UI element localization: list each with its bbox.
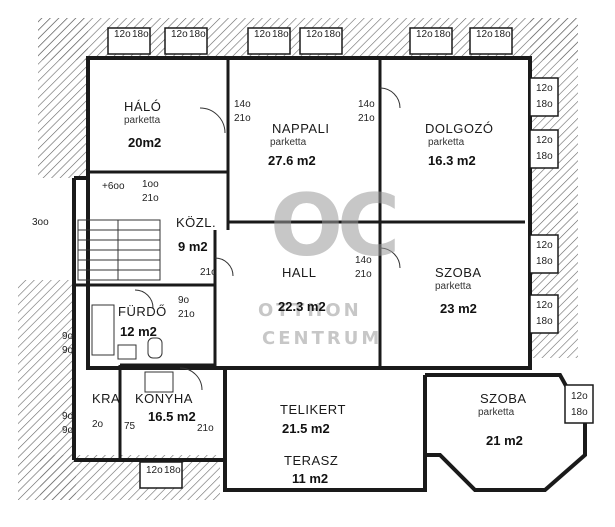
dim-window-h: 18o bbox=[536, 151, 553, 162]
room-konyha-area: 16.5 m2 bbox=[148, 409, 196, 424]
room-telikert-area: 21.5 m2 bbox=[282, 421, 330, 436]
room-szoba1-area: 23 m2 bbox=[440, 301, 477, 316]
dim-window-w: 12o bbox=[536, 240, 553, 251]
room-telikert-name: TELIKERT bbox=[280, 402, 346, 417]
room-kamra-name: KRA bbox=[92, 391, 121, 406]
dim-window-w: 12o bbox=[536, 83, 553, 94]
room-nappali-area: 27.6 m2 bbox=[268, 153, 316, 168]
dim-window-w: 12o bbox=[536, 300, 553, 311]
room-konyha-name: KONYHA bbox=[135, 391, 193, 406]
room-halo-area: 20m2 bbox=[128, 135, 162, 150]
room-dolgozo-name: DOLGOZÓ bbox=[425, 121, 494, 136]
dim-door-w: 9o bbox=[178, 295, 190, 306]
walls bbox=[72, 56, 587, 492]
dim-window-w: 9o bbox=[62, 345, 74, 356]
dim-window-h: 18o bbox=[536, 316, 553, 327]
dim-window-h: 18o bbox=[132, 29, 149, 40]
room-halo-floor: parketta bbox=[124, 115, 161, 126]
dim-window-h: 18o bbox=[536, 256, 553, 267]
dim-door-w: 2o bbox=[92, 419, 104, 430]
dim-window-w: 12o bbox=[536, 135, 553, 146]
room-hall-area: 22.3 m2 bbox=[278, 299, 326, 314]
room-furdo-name: FÜRDŐ bbox=[118, 304, 167, 319]
dim-window-h: 18o bbox=[494, 29, 511, 40]
room-szoba1-floor: parketta bbox=[435, 281, 472, 292]
room-szoba2-floor: parketta bbox=[478, 407, 515, 418]
dim-window-w: 12o bbox=[171, 29, 188, 40]
dim-door-w: 75 bbox=[124, 421, 136, 432]
dim-window-w: 12o bbox=[146, 465, 163, 476]
room-nappali-name: NAPPALI bbox=[272, 121, 330, 136]
dim-window-w: 9o bbox=[62, 425, 74, 436]
staircase bbox=[77, 219, 161, 281]
room-dolgozo-floor: parketta bbox=[428, 137, 465, 148]
dim-door-w: 14o bbox=[355, 255, 372, 266]
watermark-line2: CENTRUM bbox=[262, 328, 383, 349]
dim-window-w: 12o bbox=[571, 391, 588, 402]
watermark-logo: OC bbox=[270, 176, 400, 276]
room-furdo-area: 12 m2 bbox=[120, 324, 157, 339]
dim-door-h: 21o bbox=[142, 193, 159, 204]
dim-door-h: 21o bbox=[234, 113, 251, 124]
room-terasz-name: TERASZ bbox=[284, 453, 339, 468]
watermark-line1: OTTHON bbox=[258, 300, 362, 321]
dim-length: 3oo bbox=[32, 217, 49, 228]
dim-window-h: 18o bbox=[434, 29, 451, 40]
room-hall-name: HALL bbox=[282, 265, 317, 280]
window-markers bbox=[107, 27, 594, 489]
dim-door-h: 21o bbox=[200, 267, 217, 278]
dim-height: +6oo bbox=[102, 181, 125, 192]
door-arcs bbox=[134, 87, 401, 391]
dim-window-h: 18o bbox=[536, 99, 553, 110]
dim-window-w: 9o bbox=[62, 411, 74, 422]
room-szoba2-area: 21 m2 bbox=[486, 433, 523, 448]
dim-window-w: 12o bbox=[476, 29, 493, 40]
dim-door-w: 1oo bbox=[142, 179, 159, 190]
interior-walls bbox=[74, 58, 525, 460]
dim-window-h: 18o bbox=[164, 465, 181, 476]
dim-door-w: 14o bbox=[358, 99, 375, 110]
dim-window-h: 18o bbox=[189, 29, 206, 40]
dim-door-h: 21o bbox=[355, 269, 372, 280]
dim-door-h: 21o bbox=[178, 309, 195, 320]
room-kozl-area: 9 m2 bbox=[178, 239, 208, 254]
room-szoba1-name: SZOBA bbox=[435, 265, 482, 280]
dim-window-h: 18o bbox=[571, 407, 588, 418]
room-nappali-floor: parketta bbox=[270, 137, 307, 148]
dim-window-w: 12o bbox=[114, 29, 131, 40]
dim-door-h: 21o bbox=[197, 423, 214, 434]
room-szoba2-name: SZOBA bbox=[480, 391, 527, 406]
dim-window-w: 9o bbox=[62, 331, 74, 342]
dim-window-h: 18o bbox=[272, 29, 289, 40]
dim-door-h: 21o bbox=[358, 113, 375, 124]
dim-window-w: 12o bbox=[416, 29, 433, 40]
dim-window-w: 12o bbox=[254, 29, 271, 40]
room-kozl-name: KÖZL. bbox=[176, 215, 217, 230]
bathroom-fixtures bbox=[91, 304, 174, 393]
room-halo-name: HÁLÓ bbox=[124, 99, 162, 114]
dim-window-h: 18o bbox=[324, 29, 341, 40]
room-dolgozo-area: 16.3 m2 bbox=[428, 153, 476, 168]
dim-window-w: 12o bbox=[306, 29, 323, 40]
room-terasz-area: 11 m2 bbox=[292, 471, 329, 486]
dim-door-w: 14o bbox=[234, 99, 251, 110]
